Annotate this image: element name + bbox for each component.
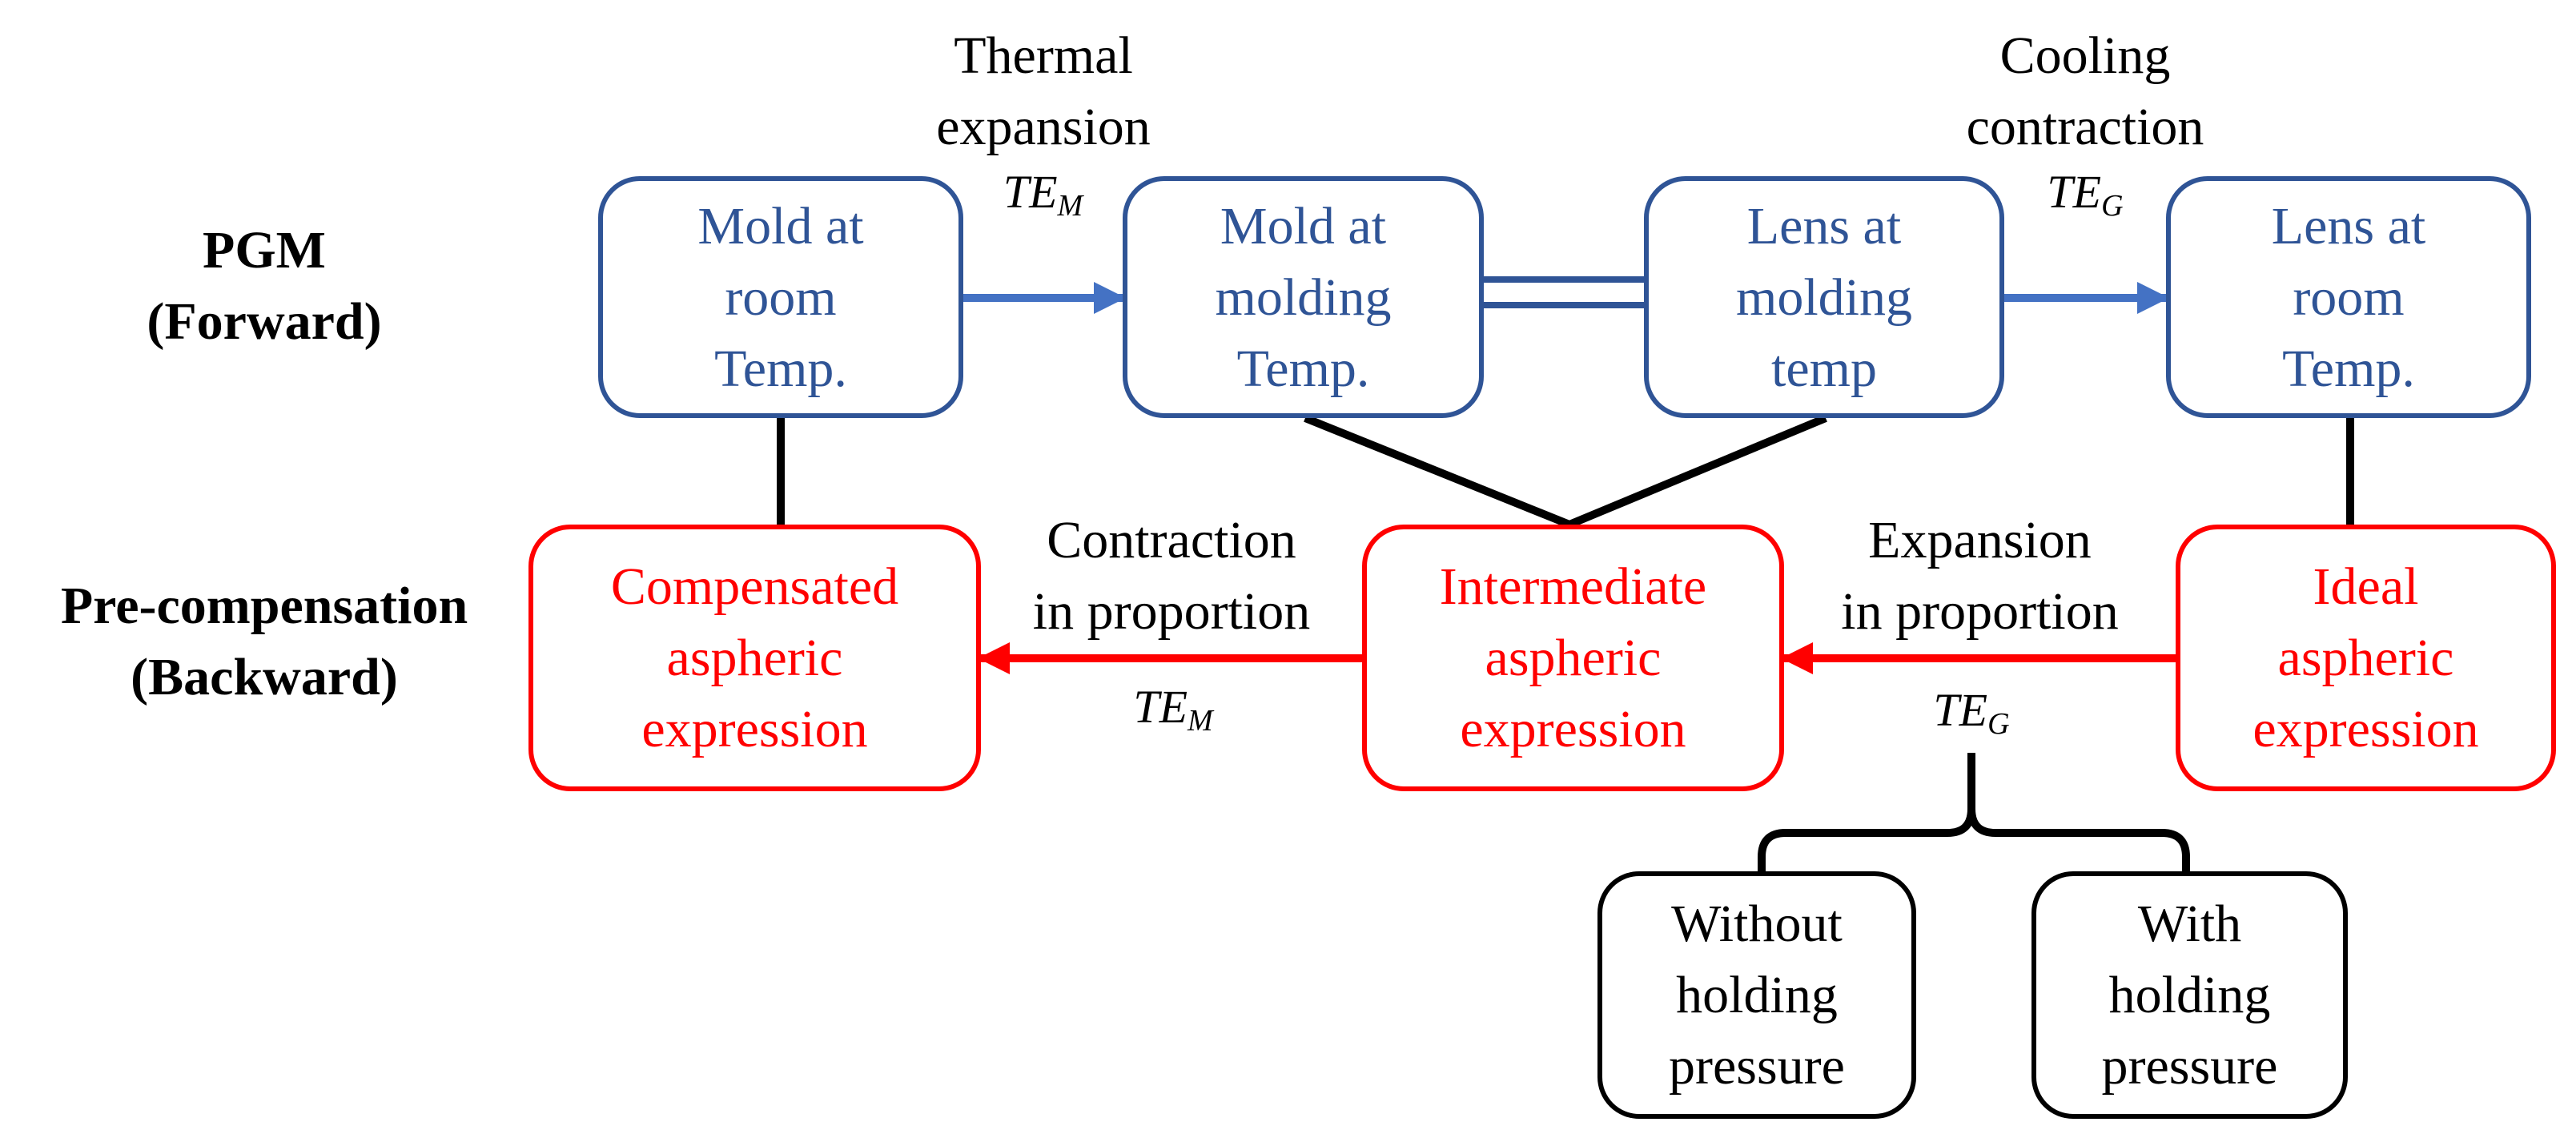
symbol-te-m-backward: TEM — [1133, 681, 1213, 738]
box-mold-at-molding-temp: Mold at molding Temp. — [1123, 176, 1484, 418]
label-expansion-in-proportion: Expansion in proportion — [1841, 511, 2119, 641]
label-contraction-in-proportion: Contraction in proportion — [1032, 511, 1311, 641]
symbol-te-g-forward: TEG — [2047, 166, 2124, 223]
row-label-backward: Pre-compensation (Backward) — [60, 577, 468, 706]
row-label-forward: PGM (Forward) — [147, 221, 382, 351]
box-with-holding-pressure: With holding pressure — [2031, 871, 2348, 1119]
box-lens-at-molding-temp: Lens at molding temp — [1644, 176, 2004, 418]
symbol-te-g-backward: TEG — [1933, 684, 2010, 741]
bracket-te-g — [1758, 753, 2190, 871]
box-lens-at-room-temp: Lens at room Temp. — [2166, 176, 2531, 418]
box-intermediate-aspheric-expression: Intermediate aspheric expression — [1362, 525, 1784, 791]
box-compensated-aspheric-expression: Compensated aspheric expression — [528, 525, 981, 791]
label-cooling-contraction: Cooling contraction — [1966, 26, 2204, 156]
box-without-holding-pressure: Without holding pressure — [1597, 871, 1916, 1119]
box-ideal-aspheric-expression: Ideal aspheric expression — [2176, 525, 2556, 791]
box-mold-at-room-temp: Mold at room Temp. — [598, 176, 963, 418]
link-molding-to-intermediate — [1304, 414, 1827, 529]
label-thermal-expansion: Thermal expansion — [936, 26, 1151, 156]
symbol-te-m-forward: TEM — [1003, 166, 1083, 223]
